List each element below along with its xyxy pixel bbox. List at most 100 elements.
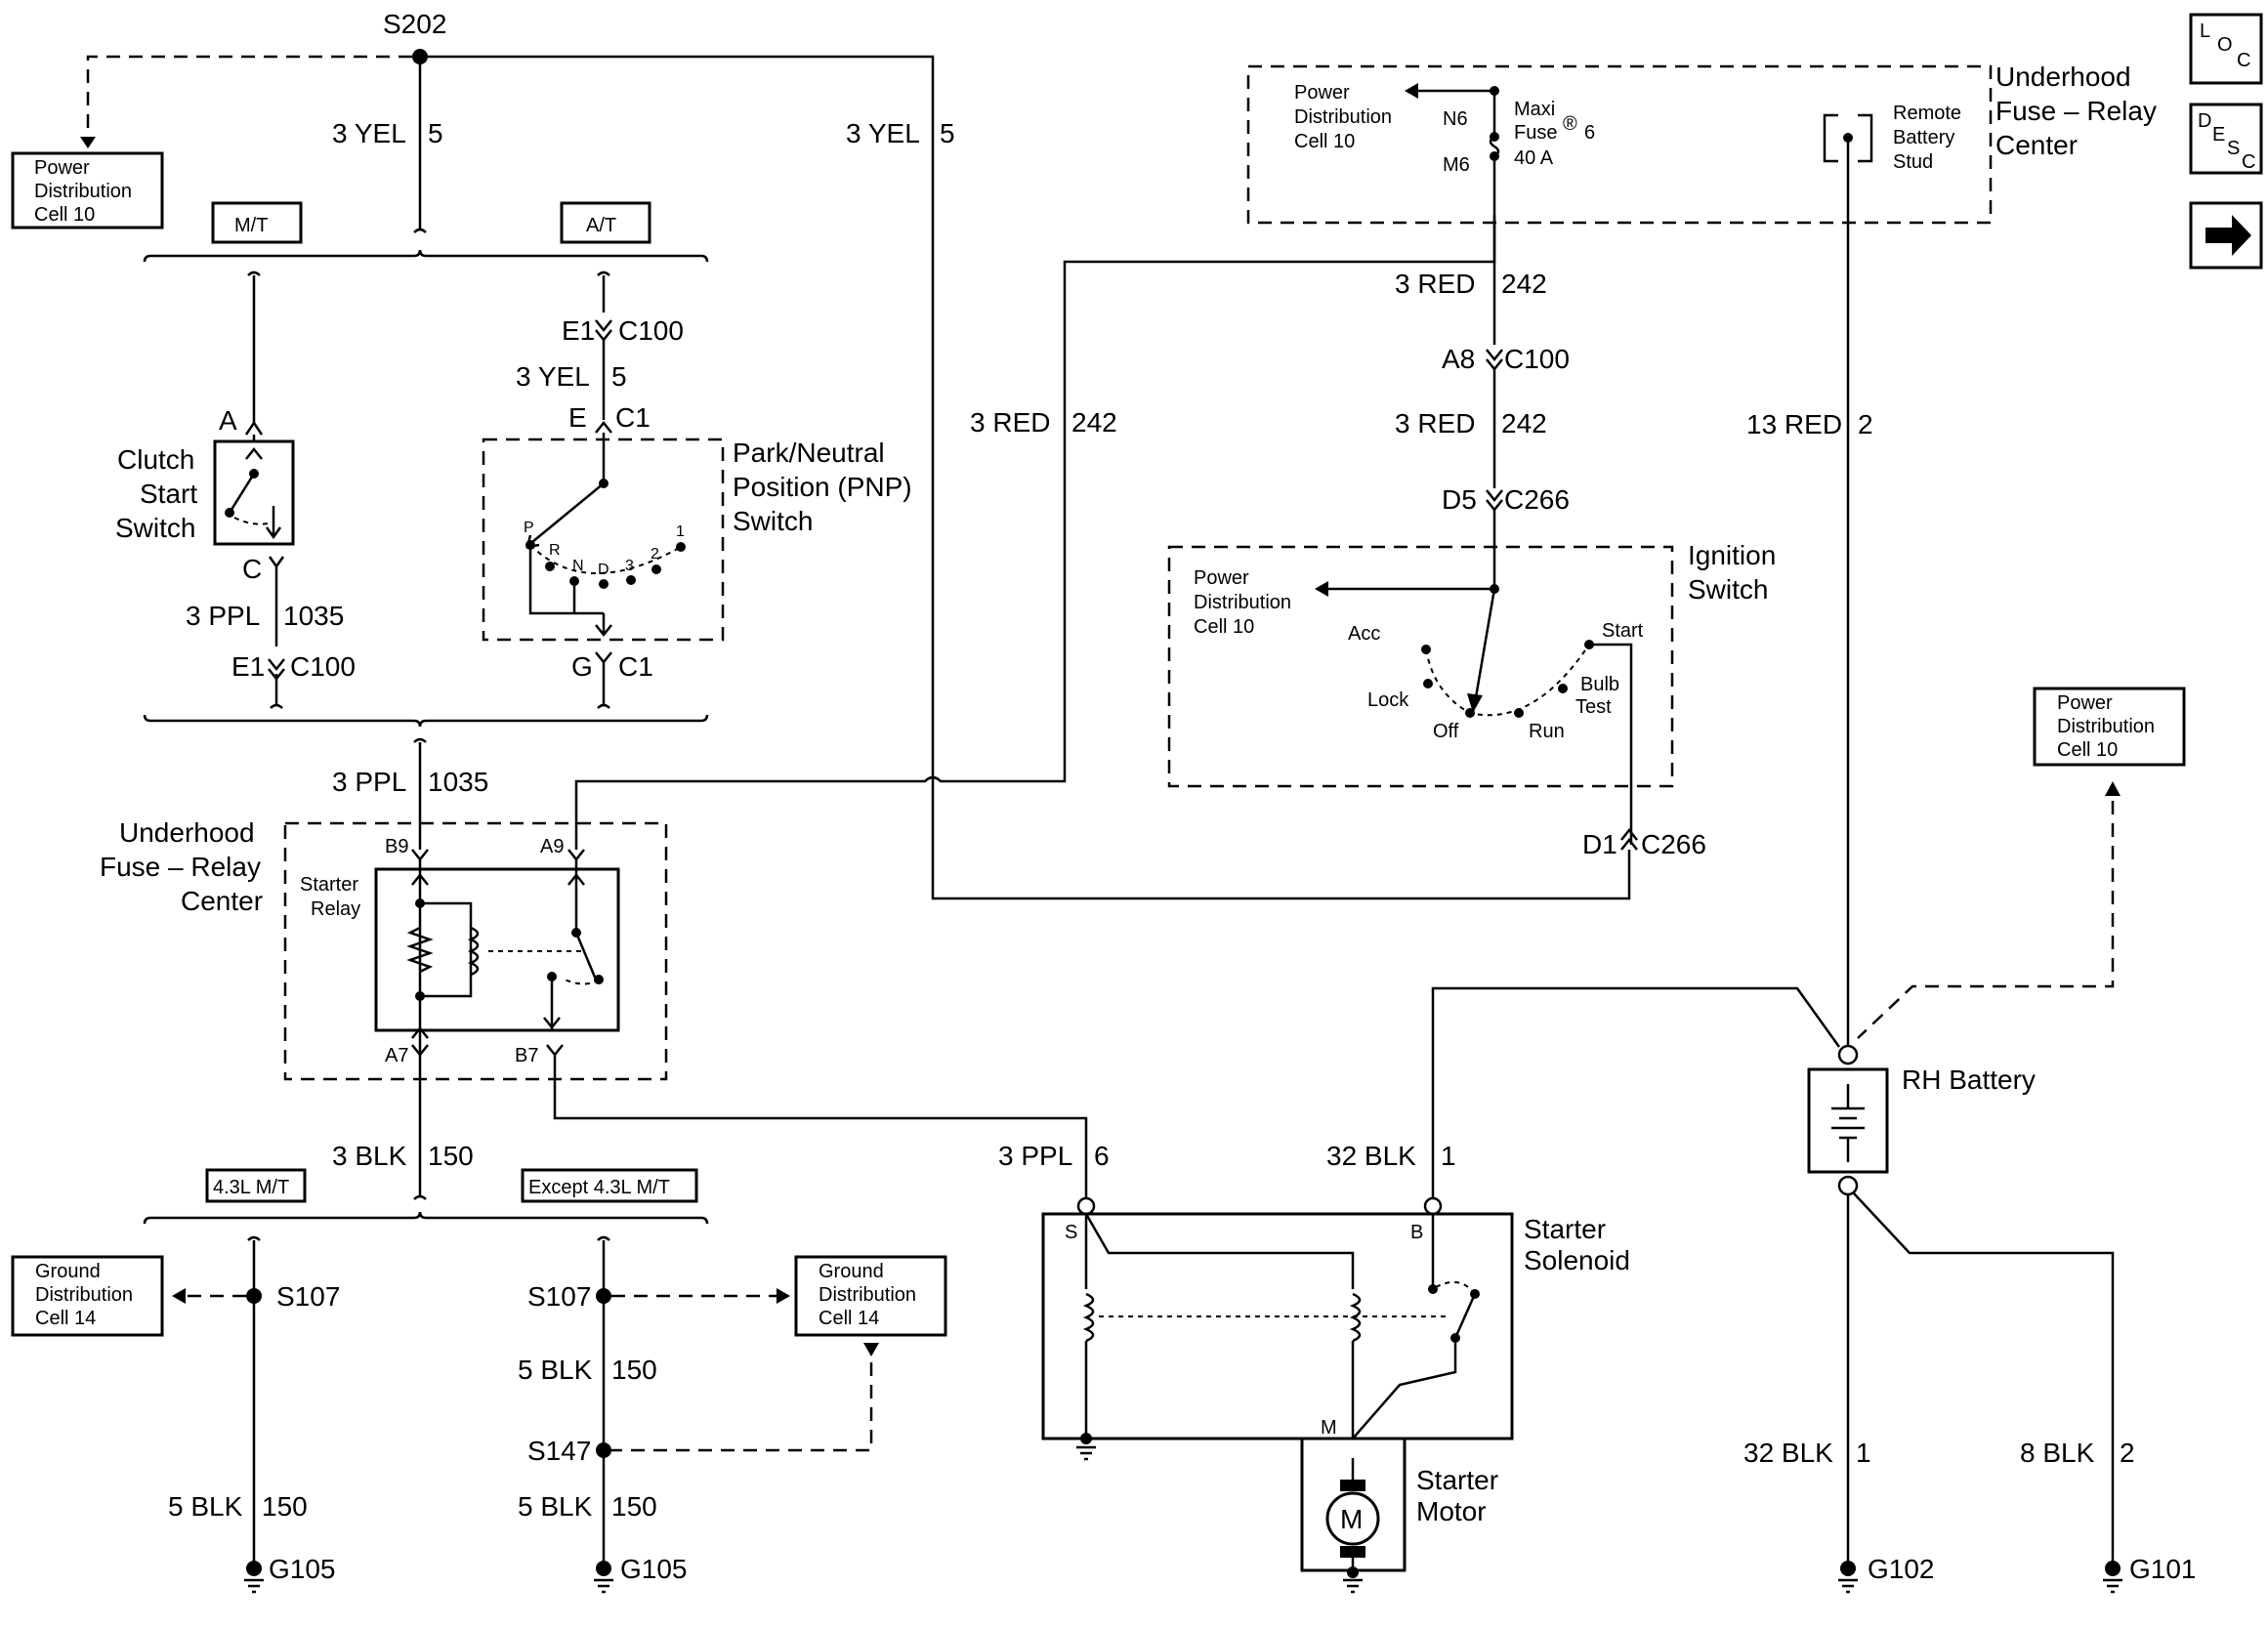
clutch-start-switch: Clutch Start Switch [115,435,295,546]
wire-blk-1-bottom: 32 BLK 1 [1743,1438,1871,1468]
svg-text:G: G [571,651,593,682]
svg-text:13 RED: 13 RED [1746,409,1842,439]
svg-text:242: 242 [1071,407,1117,438]
svg-text:B9: B9 [385,836,408,857]
svg-text:3 YEL: 3 YEL [332,118,406,148]
svg-text:Test: Test [1575,696,1612,718]
wire-ppl-1035-b: 3 PPL 1035 [332,767,488,797]
svg-text:Cell 10: Cell 10 [2057,739,2118,761]
ref-power-distribution-fuse: Power Distribution Cell 10 [1294,82,1494,152]
svg-text:150: 150 [611,1355,657,1385]
svg-text:Run: Run [1529,721,1565,742]
wire-red-242-a: 3 RED 242 [1395,269,1547,299]
svg-text:1: 1 [1856,1438,1871,1468]
svg-text:E1: E1 [562,315,595,346]
svg-text:Motor: Motor [1416,1496,1487,1526]
svg-text:Cell 10: Cell 10 [1294,131,1355,152]
svg-text:Start: Start [1602,620,1644,642]
svg-text:150: 150 [262,1491,308,1522]
svg-text:Center: Center [181,886,263,916]
option-tag-mt: M/T [211,201,303,244]
wire-blk-150-left: 5 BLK 150 [168,1491,308,1522]
svg-text:1035: 1035 [428,767,488,797]
svg-text:D5: D5 [1442,484,1477,515]
svg-text:D: D [2198,110,2211,132]
loc-button[interactable]: L O C [2189,13,2263,85]
svg-text:C266: C266 [1641,829,1706,859]
svg-text:1035: 1035 [283,601,344,631]
next-page-button[interactable] [2189,201,2263,270]
ground-g105-left: G105 [244,1554,336,1594]
svg-text:Battery: Battery [1893,127,1954,148]
underhood-fuse-relay-center-right: Underhood Fuse – Relay Center [1246,62,2157,225]
splice-s107-right [596,1288,611,1304]
svg-text:Starter: Starter [1524,1214,1606,1244]
svg-text:G101: G101 [2129,1554,2197,1584]
svg-text:E1: E1 [231,651,265,682]
svg-text:150: 150 [428,1141,474,1171]
svg-text:C100: C100 [618,315,684,346]
svg-text:Fuse – Relay: Fuse – Relay [1995,96,2157,126]
svg-text:2: 2 [1858,409,1873,439]
svg-text:32 BLK: 32 BLK [1326,1141,1416,1171]
svg-text:1: 1 [676,523,685,540]
svg-text:Stud: Stud [1893,151,1933,173]
svg-text:5: 5 [611,361,627,392]
ground-g101: G101 [2103,1554,2197,1594]
wire-yel-5-mid: 3 YEL 5 [846,118,955,148]
rh-battery: RH Battery [1807,1044,2036,1196]
svg-text:3 RED: 3 RED [970,407,1050,438]
svg-text:150: 150 [611,1491,657,1522]
maxi-fuse-6: N6 M6 Maxi Fuse ® 6 40 A [1443,86,1595,225]
svg-text:Distribution: Distribution [35,1284,133,1306]
svg-text:G105: G105 [620,1554,688,1584]
svg-text:C100: C100 [1504,344,1570,374]
wire-red-242-left: 3 RED 242 [970,407,1117,438]
svg-text:Power: Power [1194,567,1249,589]
svg-text:Switch: Switch [115,513,195,543]
svg-text:Clutch: Clutch [117,444,194,475]
svg-text:O: O [2217,34,2233,56]
svg-text:Ground: Ground [819,1261,884,1282]
ground-g102: G102 [1838,1554,1935,1594]
svg-text:40 A: 40 A [1514,147,1554,169]
svg-text:C1: C1 [615,402,651,433]
ignition-switch: Ignition Switch Power Distribution Cell … [1167,510,1776,845]
svg-text:A8: A8 [1442,344,1475,374]
wire-blk-150-r1: 5 BLK 150 [518,1355,657,1385]
option-tag-except-4-3l-mt: Except 4.3L M/T [521,1168,698,1203]
svg-text:Starter: Starter [300,874,358,896]
svg-text:Switch: Switch [1688,574,1768,605]
svg-text:Ignition: Ignition [1688,540,1776,570]
svg-text:Lock: Lock [1367,689,1409,711]
svg-text:Distribution: Distribution [1294,106,1392,128]
desc-button[interactable]: D E S C [2189,103,2263,175]
wire-blk-150-r2: 5 BLK 150 [518,1491,657,1522]
svg-text:P: P [524,520,534,536]
svg-text:3 BLK: 3 BLK [332,1141,407,1171]
svg-text:Distribution: Distribution [2057,716,2155,737]
svg-text:C100: C100 [290,651,356,682]
svg-text:3: 3 [625,558,634,574]
svg-text:RH Battery: RH Battery [1902,1064,2036,1095]
svg-text:Cell 10: Cell 10 [34,204,95,226]
svg-text:3 PPL: 3 PPL [186,601,260,631]
svg-text:2: 2 [651,546,659,563]
svg-text:5: 5 [428,118,443,148]
svg-text:6: 6 [1584,122,1595,144]
svg-text:Remote: Remote [1893,103,1961,124]
starter-motor: M Starter Motor [1300,1437,1498,1594]
svg-text:S: S [2227,138,2240,159]
svg-text:Center: Center [1995,130,2078,160]
svg-text:Starter: Starter [1416,1465,1498,1495]
starter-relay: Starter Relay [300,867,620,1040]
svg-text:Fuse: Fuse [1514,122,1557,144]
pnp-switch: P R N D 3 2 1 Park/Neutral Position (PNP… [482,433,912,642]
ground-g105-right: G105 [594,1554,688,1594]
wire-blk-150-a: 3 BLK 150 [332,1141,474,1171]
svg-text:A: A [219,405,237,436]
svg-text:C: C [2237,50,2250,71]
svg-text:Acc: Acc [1348,623,1380,645]
svg-text:3 RED: 3 RED [1395,269,1475,299]
